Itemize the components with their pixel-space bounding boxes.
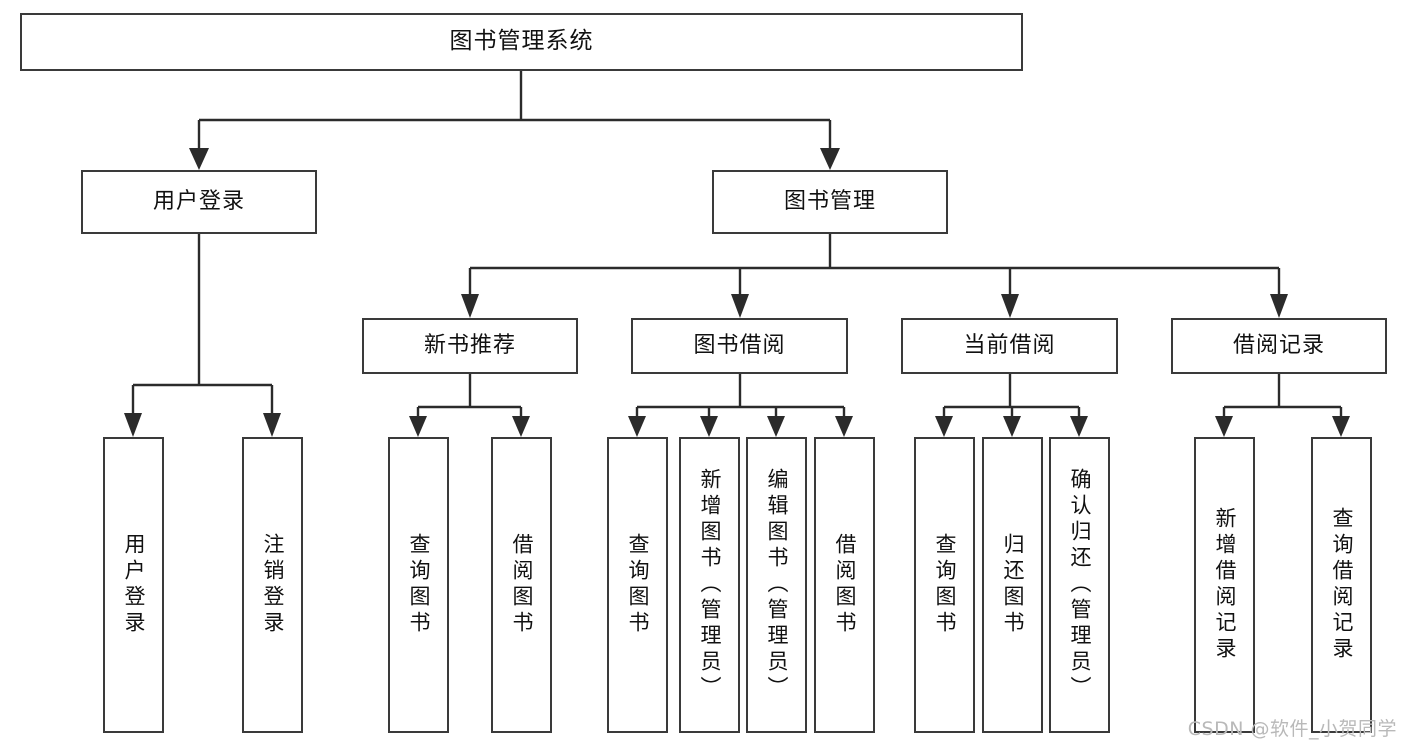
leaf-label: 查询图书 <box>407 533 431 637</box>
leaf-current-borrow-return[interactable]: 归还图书 <box>982 437 1043 733</box>
node-book-borrow[interactable]: 图书借阅 <box>631 318 848 374</box>
arrowhead-nbr-l1 <box>409 416 427 437</box>
leaf-new-book-query[interactable]: 查询图书 <box>388 437 449 733</box>
arrowhead-bb-l4 <box>835 416 853 437</box>
node-root-label: 图书管理系统 <box>449 28 594 55</box>
node-root[interactable]: 图书管理系统 <box>20 13 1023 71</box>
leaf-label: 用户登录 <box>122 533 146 637</box>
arrowhead-br-l2 <box>1332 416 1350 437</box>
leaf-label: 新增图书（管理员） <box>698 468 722 702</box>
arrowhead-bb-l2 <box>700 416 718 437</box>
arrowhead-cb-l2 <box>1003 416 1021 437</box>
arrowhead-bm-n1 <box>461 294 479 318</box>
arrowhead-user-leaf2 <box>263 413 281 437</box>
leaf-current-borrow-query[interactable]: 查询图书 <box>914 437 975 733</box>
leaf-borrow-record-add[interactable]: 新增借阅记录 <box>1194 437 1255 733</box>
node-new-book-recommend[interactable]: 新书推荐 <box>362 318 578 374</box>
arrowhead-bb-l1 <box>628 416 646 437</box>
leaf-borrow-record-query[interactable]: 查询借阅记录 <box>1311 437 1372 733</box>
leaf-label: 归还图书 <box>1001 533 1025 637</box>
arrowhead-cb-l3 <box>1070 416 1088 437</box>
arrowhead-root-to-user <box>189 148 209 170</box>
leaf-label: 查询借阅记录 <box>1330 507 1354 663</box>
node-book-management[interactable]: 图书管理 <box>712 170 948 234</box>
arrowhead-bb-l3 <box>767 416 785 437</box>
leaf-label: 注销登录 <box>261 533 285 637</box>
arrowhead-nbr-l2 <box>512 416 530 437</box>
csdn-watermark: CSDN @软件_小贺同学 <box>1187 718 1397 740</box>
arrowhead-user-leaf1 <box>124 413 142 437</box>
leaf-label: 借阅图书 <box>510 533 534 637</box>
leaf-current-borrow-confirm[interactable]: 确认归还（管理员） <box>1049 437 1110 733</box>
leaf-book-borrow-borrow[interactable]: 借阅图书 <box>814 437 875 733</box>
leaf-user-login-login[interactable]: 用户登录 <box>103 437 164 733</box>
leaf-label: 新增借阅记录 <box>1213 507 1237 663</box>
node-current-borrow-label: 当前借阅 <box>963 332 1056 358</box>
arrowhead-bm-n4 <box>1270 294 1288 318</box>
node-borrow-record[interactable]: 借阅记录 <box>1171 318 1387 374</box>
node-new-book-recommend-label: 新书推荐 <box>423 332 516 358</box>
node-current-borrow[interactable]: 当前借阅 <box>901 318 1118 374</box>
node-user-login[interactable]: 用户登录 <box>81 170 317 234</box>
leaf-label: 确认归还（管理员） <box>1068 468 1092 702</box>
leaf-label: 查询图书 <box>626 533 650 637</box>
node-user-login-label: 用户登录 <box>152 188 245 214</box>
leaf-book-borrow-add[interactable]: 新增图书（管理员） <box>679 437 740 733</box>
arrowhead-bm-n2 <box>731 294 749 318</box>
node-book-management-label: 图书管理 <box>783 188 876 214</box>
arrowhead-bm-n3 <box>1001 294 1019 318</box>
leaf-label: 编辑图书（管理员） <box>765 468 789 702</box>
arrowhead-root-to-bookmgmt <box>820 148 840 170</box>
node-borrow-record-label: 借阅记录 <box>1232 332 1325 358</box>
leaf-book-borrow-query[interactable]: 查询图书 <box>607 437 668 733</box>
leaf-user-login-logout[interactable]: 注销登录 <box>242 437 303 733</box>
leaf-new-book-borrow[interactable]: 借阅图书 <box>491 437 552 733</box>
arrowhead-cb-l1 <box>935 416 953 437</box>
leaf-book-borrow-edit[interactable]: 编辑图书（管理员） <box>746 437 807 733</box>
leaf-label: 查询图书 <box>933 533 957 637</box>
arrowhead-br-l1 <box>1215 416 1233 437</box>
leaf-label: 借阅图书 <box>833 533 857 637</box>
node-book-borrow-label: 图书借阅 <box>693 332 786 358</box>
